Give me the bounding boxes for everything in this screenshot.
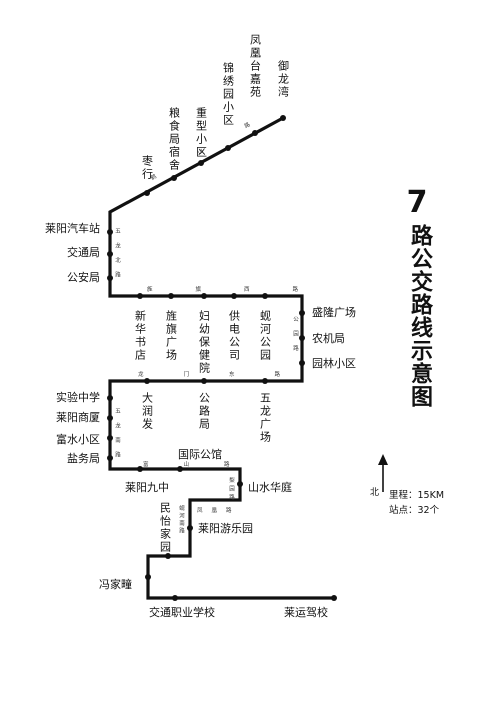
road-label: 富山路 — [143, 460, 265, 468]
station-label: 交通职业学校 — [149, 605, 215, 619]
station-dot — [237, 481, 243, 487]
station-label: 莱运驾校 — [284, 605, 328, 619]
station-label: 蚬河公园 — [259, 309, 272, 362]
station-dot — [198, 160, 204, 166]
station-dot — [137, 293, 143, 299]
road-label: 五龙北路 — [114, 228, 121, 286]
road-label: 旌旗西路 — [147, 285, 341, 293]
station-label: 新华书店 — [134, 309, 147, 362]
station-label: 山水华庭 — [248, 480, 292, 494]
station-dot — [225, 145, 231, 151]
station-dot — [145, 574, 151, 580]
station-labels: 御龙湾 凤凰台嘉苑 锦绣园小区 重型小区 粮食局宿舍 枣行 莱阳汽车站 交通局 … — [45, 34, 356, 619]
stops-count-text: 站点：32个 — [389, 505, 440, 516]
station-dot — [171, 175, 177, 181]
station-label: 大润发 — [141, 391, 154, 431]
station-label: 交通局 — [67, 245, 100, 259]
station-dot — [168, 293, 174, 299]
station-dot — [252, 130, 258, 136]
station-label: 实验中学 — [56, 390, 100, 404]
station-dot — [201, 378, 207, 384]
road-label: 梨园路 — [228, 476, 235, 503]
station-label: 莱阳游乐园 — [198, 522, 253, 535]
compass-label: 北 — [370, 487, 379, 498]
station-dot — [187, 525, 193, 531]
station-dot — [299, 310, 305, 316]
station-dot — [165, 553, 171, 559]
station-dot — [262, 293, 268, 299]
station-dot — [137, 466, 143, 472]
mileage-text: 里程：15KM — [389, 490, 445, 501]
station-label: 五龙广场 — [259, 392, 272, 444]
station-label: 莱阳商厦 — [56, 410, 100, 424]
station-dot — [201, 293, 207, 299]
station-label: 民怡家园 — [159, 502, 172, 554]
station-label: 盐务局 — [67, 452, 100, 465]
station-label: 公安局 — [67, 270, 100, 284]
station-dot — [280, 115, 286, 121]
station-dot — [231, 293, 237, 299]
station-dot — [177, 466, 183, 472]
station-dot — [299, 360, 305, 366]
station-dot — [107, 251, 113, 257]
route-number: 7 — [406, 185, 428, 220]
station-label: 枣行 — [141, 155, 154, 181]
north-arrow-icon — [378, 454, 388, 492]
station-label: 公路局 — [198, 392, 211, 431]
station-label: 御龙湾 — [277, 59, 290, 99]
station-label: 供电公司 — [228, 309, 241, 362]
station-label: 锦绣园小区 — [222, 61, 235, 127]
map-title: 路公交路线示意图 — [407, 224, 432, 408]
station-dot — [172, 595, 178, 601]
station-dots — [107, 115, 337, 601]
station-dot — [299, 335, 305, 341]
station-label: 重型小区 — [195, 106, 208, 159]
station-dot — [144, 378, 150, 384]
station-label: 莱阳汽车站 — [45, 221, 100, 235]
station-label: 莱阳九中 — [125, 481, 169, 494]
station-label: 园林小区 — [312, 356, 356, 370]
station-dot — [331, 595, 337, 601]
station-label: 妇幼保健院 — [198, 310, 211, 375]
station-dot — [107, 229, 113, 235]
road-label: 龙门东路 — [138, 370, 320, 378]
station-dot — [107, 275, 113, 281]
station-label: 凤凰台嘉苑 — [249, 34, 262, 99]
road-label: 公园路 — [292, 316, 299, 360]
station-label: 旌旗广场 — [165, 309, 178, 362]
station-label: 盛隆广场 — [312, 305, 356, 319]
road-label: 凤凰路 — [197, 506, 241, 514]
road-label: 蚬河南路 — [178, 504, 185, 535]
station-dot — [262, 378, 268, 384]
station-label: 农机局 — [312, 331, 345, 345]
station-dot — [107, 415, 113, 421]
station-label: 国际公馆 — [178, 447, 222, 461]
station-dot — [144, 190, 150, 196]
station-dot — [107, 435, 113, 441]
station-label: 富水小区 — [56, 432, 100, 446]
station-label: 冯家疃 — [99, 577, 132, 591]
road-label: 五龙南路 — [114, 408, 121, 466]
station-dot — [107, 395, 113, 401]
station-label: 粮食局宿舍 — [168, 106, 181, 172]
station-dot — [107, 455, 113, 461]
